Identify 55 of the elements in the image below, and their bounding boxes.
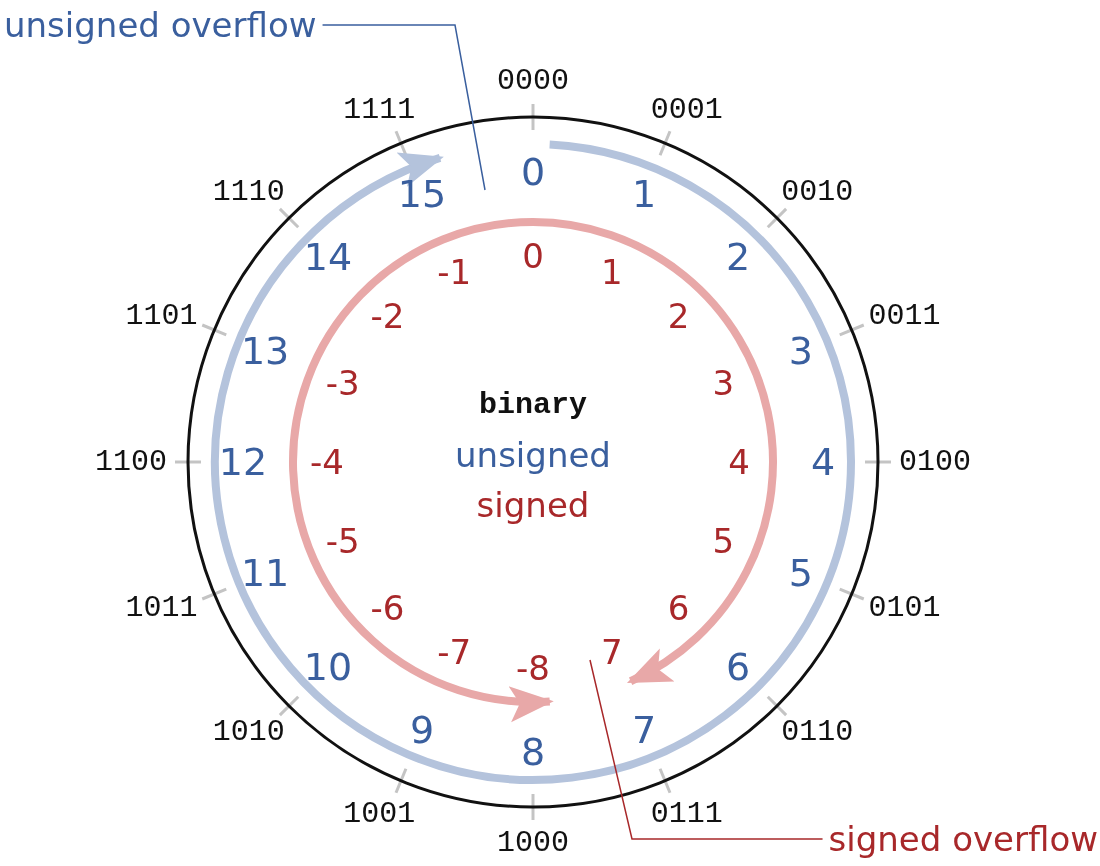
unsigned-value-label: 4 [810,443,836,481]
binary-code-label: 0100 [899,447,971,477]
binary-heading: binary [479,390,587,420]
binary-code-label: 0001 [650,95,723,125]
unsigned-value-label: 1 [631,175,657,214]
unsigned-value-label: 2 [725,237,751,276]
signed-value-label: -4 [310,445,344,479]
signed-value-label: -2 [370,299,405,334]
unsigned-value-label: 8 [520,733,546,771]
signed-value-label: -6 [370,590,405,625]
leader-line [321,24,486,191]
unsigned-value-label: 10 [303,648,353,687]
leader-line [589,659,824,840]
binary-code-label: 0010 [781,177,854,208]
unsigned-value-label: 14 [303,237,353,276]
signed-value-label: -8 [516,651,550,685]
unsigned-value-label: 5 [788,553,813,592]
signed-value-label: -5 [325,523,360,558]
binary-code-label: 1101 [125,301,198,332]
signed-value-label: 1 [601,254,623,289]
unsigned-value-label: 7 [631,710,657,749]
binary-code-label: 1111 [343,95,416,125]
unsigned-value-label: 3 [788,332,813,370]
signed-value-label: 4 [728,445,750,479]
binary-code-label: 1110 [212,177,285,208]
signed-value-label: -1 [437,254,472,289]
signed-value-label: 5 [712,523,735,558]
unsigned-value-label: 9 [409,710,435,749]
signed-heading: signed [476,488,590,522]
callout-text: unsigned overflow [4,8,317,42]
signed-value-label: 3 [712,366,735,401]
signed-value-label: 6 [667,590,690,625]
unsigned-heading: unsigned [455,438,611,472]
unsigned-value-label: 0 [520,153,546,191]
signed-value-label: 0 [522,239,544,273]
binary-code-label: 0101 [868,592,941,623]
unsigned-value-label: 6 [725,648,751,687]
binary-code-label: 0000 [497,66,569,96]
signed-value-label: -3 [325,366,360,401]
unsigned-value-label: 12 [218,443,268,481]
binary-code-label: 1011 [125,592,198,623]
binary-code-label: 0111 [650,799,723,829]
binary-code-label: 0110 [781,716,854,747]
binary-code-label: 1100 [95,447,167,477]
binary-code-label: 1001 [343,799,416,829]
signed-value-label: 7 [601,635,623,670]
unsigned-value-label: 15 [397,175,447,214]
unsigned-value-label: 11 [240,553,290,592]
signed-value-label: -7 [437,635,472,670]
unsigned-value-label: 13 [240,332,290,370]
binary-code-label: 0011 [868,301,941,332]
binary-code-label: 1000 [497,828,569,858]
binary-code-label: 1010 [212,716,285,747]
signed-value-label: 2 [667,299,690,334]
callout-text: signed overflow [828,822,1098,856]
